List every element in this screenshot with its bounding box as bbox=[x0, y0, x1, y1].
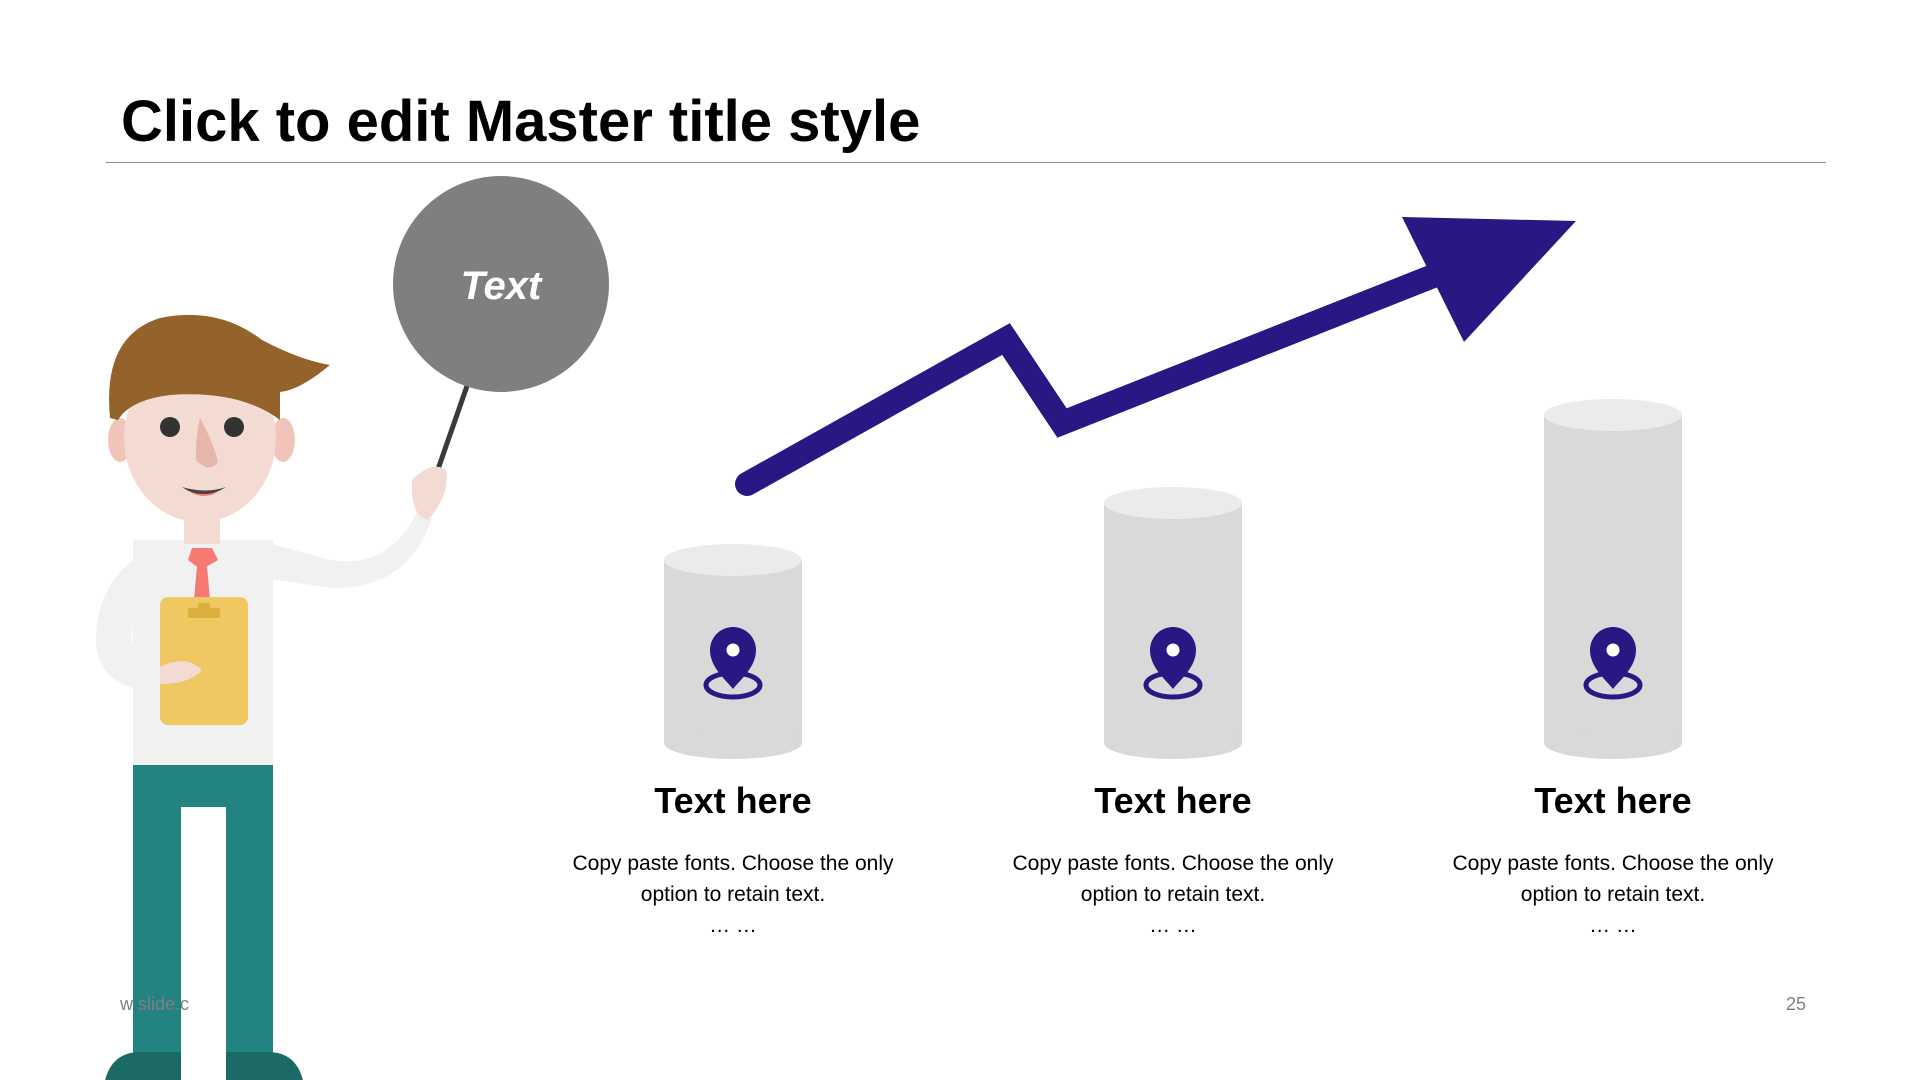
column-body-line[interactable]: option to retain text. bbox=[640, 883, 826, 906]
column-heading[interactable]: Text here bbox=[654, 780, 812, 821]
slide-title[interactable]: Click to edit Master title style bbox=[121, 89, 921, 154]
page-number: 25 bbox=[1786, 994, 1807, 1014]
column-1: Text here Copy paste fonts. Choose the o… bbox=[513, 780, 953, 941]
column-heading[interactable]: Text here bbox=[1534, 780, 1692, 821]
map-pin-icon bbox=[1143, 627, 1203, 700]
column-body-line[interactable]: option to retain text. bbox=[1080, 883, 1266, 906]
column-body-line[interactable]: Copy paste fonts. Choose the only bbox=[1452, 852, 1774, 875]
column-heading[interactable]: Text here bbox=[1094, 780, 1252, 821]
map-pin-icon bbox=[703, 627, 763, 700]
text-bubble bbox=[393, 176, 609, 392]
column-body-line[interactable]: Copy paste fonts. Choose the only bbox=[572, 852, 894, 875]
column-body-line[interactable]: option to retain text. bbox=[1520, 883, 1706, 906]
cylinder-2 bbox=[1104, 487, 1242, 759]
map-pin-icon bbox=[1583, 627, 1643, 700]
cylinder-3 bbox=[1544, 399, 1682, 759]
growth-arrow bbox=[735, 217, 1576, 496]
title-divider bbox=[106, 162, 1826, 163]
bubble-label: Text bbox=[461, 264, 543, 308]
footer-website: w slide.c bbox=[120, 994, 190, 1014]
column-3: Text here Copy paste fonts. Choose the o… bbox=[1393, 780, 1833, 941]
column-ellipsis[interactable]: … … bbox=[709, 914, 757, 937]
column-body-line[interactable]: Copy paste fonts. Choose the only bbox=[1012, 852, 1334, 875]
cylinder-1 bbox=[664, 544, 802, 759]
column-2: Text here Copy paste fonts. Choose the o… bbox=[953, 780, 1393, 941]
column-ellipsis[interactable]: … … bbox=[1149, 914, 1197, 937]
presenter-character: Text bbox=[96, 176, 609, 1080]
column-ellipsis[interactable]: … … bbox=[1589, 914, 1637, 937]
